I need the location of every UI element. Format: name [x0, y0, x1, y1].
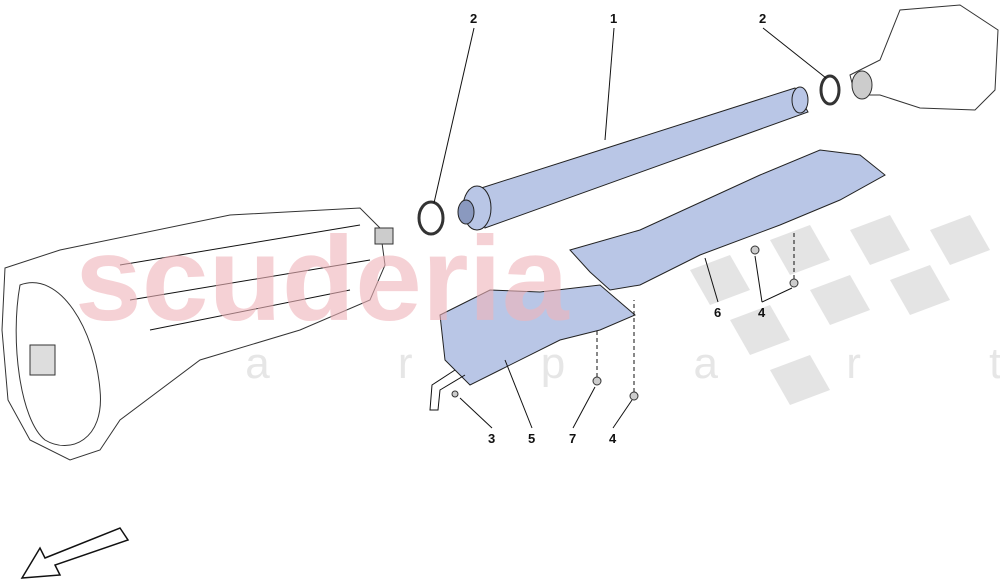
callout-5: 5 [528, 431, 535, 446]
watermark-title: scuderia [75, 212, 570, 346]
snap-ring-left[interactable] [417, 200, 445, 236]
callout-1: 1 [610, 11, 617, 26]
callout-7: 7 [569, 431, 576, 446]
callout-6: 6 [714, 305, 721, 320]
callout-2: 2 [759, 11, 766, 26]
snap-ring-right[interactable] [819, 74, 841, 106]
transmission-housing [1, 207, 394, 461]
checkered-flag-watermark [690, 215, 990, 405]
watermark-subtitle: c a r p a r t s [95, 339, 1000, 388]
heat-shield-rear[interactable] [569, 149, 886, 291]
fasteners [451, 245, 799, 401]
callout-3: 3 [488, 431, 495, 446]
callout-4: 4 [609, 431, 617, 446]
front-arrow-icon [20, 527, 130, 579]
rear-differential-housing [849, 4, 999, 111]
leader-lines [433, 27, 827, 429]
propeller-shaft[interactable] [457, 86, 809, 231]
callout-2: 2 [470, 11, 477, 26]
bracket [429, 369, 466, 411]
callout-4: 4 [758, 305, 766, 320]
